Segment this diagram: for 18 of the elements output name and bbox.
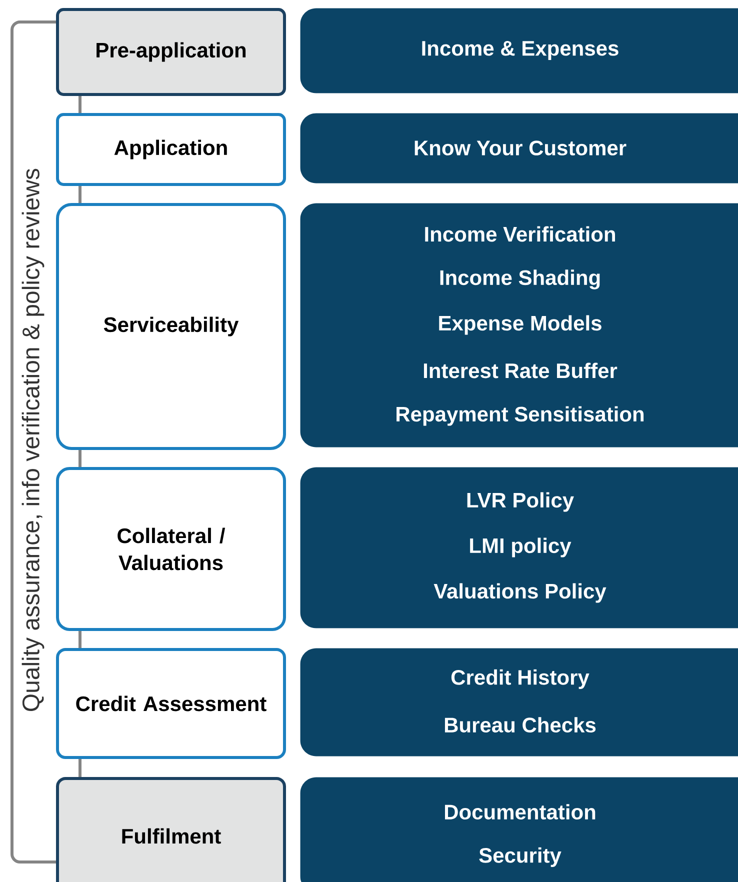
stage-box: Pre-application — [56, 8, 286, 96]
connector-line — [78, 183, 82, 203]
detail-box: Documentation Security — [300, 777, 738, 882]
detail-box: Income Verification Income Shading Expense Models Interest Rate Buffer Repayment Sensitisation — [300, 203, 738, 448]
stage-box: Credit Assessment — [56, 648, 286, 759]
detail-box: LVR Policy LMI policy Valuations Policy — [300, 467, 738, 628]
detail-box: Know Your Customer — [300, 113, 738, 184]
connector-line — [78, 756, 82, 777]
detail-box: Income & Expenses — [300, 8, 738, 94]
stage-box: Serviceability — [56, 203, 286, 450]
stage-box: Application — [56, 113, 286, 186]
connector-line — [78, 628, 82, 648]
connector-line — [78, 93, 82, 113]
detail-box: Credit History Bureau Checks — [300, 648, 738, 756]
connector-line — [78, 447, 82, 467]
stage-box: Collateral / Valuations — [56, 467, 286, 631]
side-label: Quality assurance, info verification & policy reviews — [22, 168, 44, 711]
stage-box: Fulfilment — [56, 777, 286, 882]
